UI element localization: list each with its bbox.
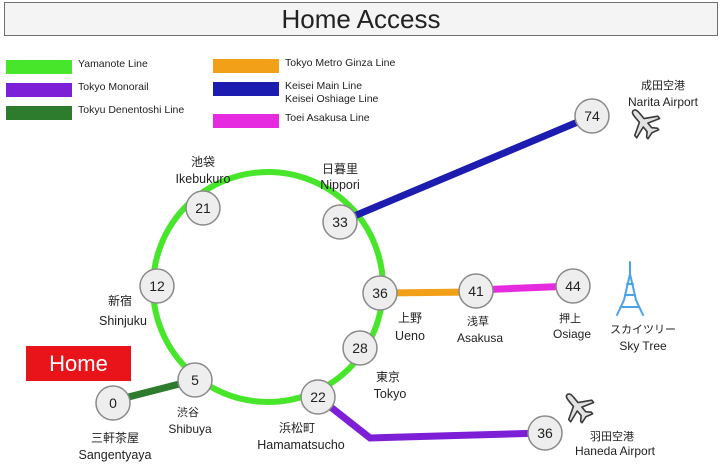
legend-label: Tokyu Denentoshi Line	[78, 104, 185, 116]
station-minutes: 22	[310, 389, 326, 405]
legend-swatch	[6, 106, 72, 120]
station-minutes: 36	[372, 285, 388, 301]
monorail-line	[315, 394, 546, 442]
legend-swatch	[213, 114, 279, 128]
station-name-en: Narita Airport	[628, 95, 699, 109]
airplane-icon	[565, 393, 595, 424]
skytree-label-jp: スカイツリー	[610, 323, 676, 336]
station-name-en: Shibuya	[168, 422, 212, 436]
legend-swatch	[6, 83, 72, 97]
legend-label: Toei Asakusa Line	[285, 112, 370, 124]
legend-yamanote: Yamanote Line	[6, 58, 148, 74]
legend-ginza: Tokyo Metro Ginza Line	[213, 57, 395, 73]
station-name-en: Ueno	[395, 329, 425, 343]
station-name-jp: 渋谷	[177, 406, 199, 419]
station-name-jp: 東京	[376, 370, 400, 384]
station-shinjuku: 12 新宿 Shinjuku	[99, 268, 175, 328]
station-minutes: 21	[195, 200, 211, 216]
legend-keisei: Keisei Main Line Keisei Oshiage Line	[213, 80, 378, 106]
station-name-en: Hamamatsucho	[257, 438, 345, 452]
station-name-jp: 羽田空港	[590, 429, 634, 443]
station-minutes: 74	[584, 108, 600, 124]
legend-label-line2: Keisei Oshiage Line	[285, 93, 379, 105]
station-name-jp: 押上	[559, 311, 581, 325]
legend-swatch	[213, 59, 279, 73]
legend-label: Keisei Main Line Keisei Oshiage Line	[285, 80, 378, 106]
airplane-icon	[631, 109, 661, 140]
station-tokyo: 28 東京 Tokyo	[342, 330, 407, 401]
legend-label: Tokyo Monorail	[78, 81, 149, 93]
station-name-en: Asakusa	[457, 331, 503, 345]
legend-label-line1: Keisei Main Line	[285, 80, 363, 92]
station-name-jp: 池袋	[191, 155, 215, 169]
station-shibuya: 5 渋谷 Shibuya	[168, 362, 213, 436]
legend-swatch	[213, 82, 279, 96]
legend-monorail: Tokyo Monorail	[6, 81, 149, 97]
station-name-jp: 上野	[398, 311, 422, 325]
station-oshiage: 44 押上 Osiage	[553, 268, 591, 341]
station-minutes: 0	[109, 395, 117, 411]
station-ueno: 36 上野 Ueno	[362, 275, 425, 343]
station-name-en: Haneda Airport	[575, 444, 656, 458]
legend-denentoshi: Tokyu Denentoshi Line	[6, 104, 184, 120]
station-name-en: Osiage	[553, 327, 591, 341]
station-name-en: Ikebukuro	[176, 172, 231, 186]
station-minutes: 5	[191, 372, 199, 388]
home-badge: Home	[26, 346, 131, 381]
station-name-en: Shinjuku	[99, 314, 147, 328]
tower-icon	[616, 261, 644, 316]
station-minutes: 44	[565, 278, 581, 294]
keisei-line	[338, 112, 594, 226]
station-minutes: 12	[149, 278, 165, 294]
station-minutes: 28	[352, 340, 368, 356]
station-name-en: Nippori	[320, 178, 360, 192]
station-name-jp: 新宿	[108, 293, 132, 308]
station-sangenjaya: 0 三軒茶屋 Sangentyaya	[79, 385, 152, 462]
legend-label: Yamanote Line	[78, 58, 148, 70]
station-name-jp: 成田空港	[641, 78, 685, 92]
station-name-jp: 浅草	[467, 315, 489, 328]
station-ikebukuro: 21 池袋 Ikebukuro	[176, 155, 231, 226]
station-name-jp: 浜松町	[279, 421, 315, 435]
station-name-en: Sangentyaya	[79, 448, 152, 462]
skytree-label-en: Sky Tree	[619, 339, 667, 353]
station-name-jp: 三軒茶屋	[91, 430, 139, 445]
station-narita: 74 成田空港 Narita Airport	[574, 78, 699, 134]
legend-label: Tokyo Metro Ginza Line	[285, 57, 396, 69]
station-nippori: 33 日暮里 Nippori	[320, 162, 360, 240]
station-name-jp: 日暮里	[322, 162, 358, 176]
station-hamamatsucho: 22 浜松町 Hamamatsucho	[257, 379, 345, 452]
page-title: Home Access	[4, 2, 718, 36]
legend-swatch	[6, 60, 72, 74]
station-name-en: Tokyo	[374, 387, 407, 401]
station-asakusa: 41 浅草 Asakusa	[457, 273, 503, 345]
legend-asakusa: Toei Asakusa Line	[213, 112, 370, 128]
station-minutes: 41	[468, 283, 484, 299]
station-minutes: 36	[537, 425, 553, 441]
station-minutes: 33	[332, 214, 348, 230]
station-haneda: 36 羽田空港 Haneda Airport	[527, 415, 656, 458]
